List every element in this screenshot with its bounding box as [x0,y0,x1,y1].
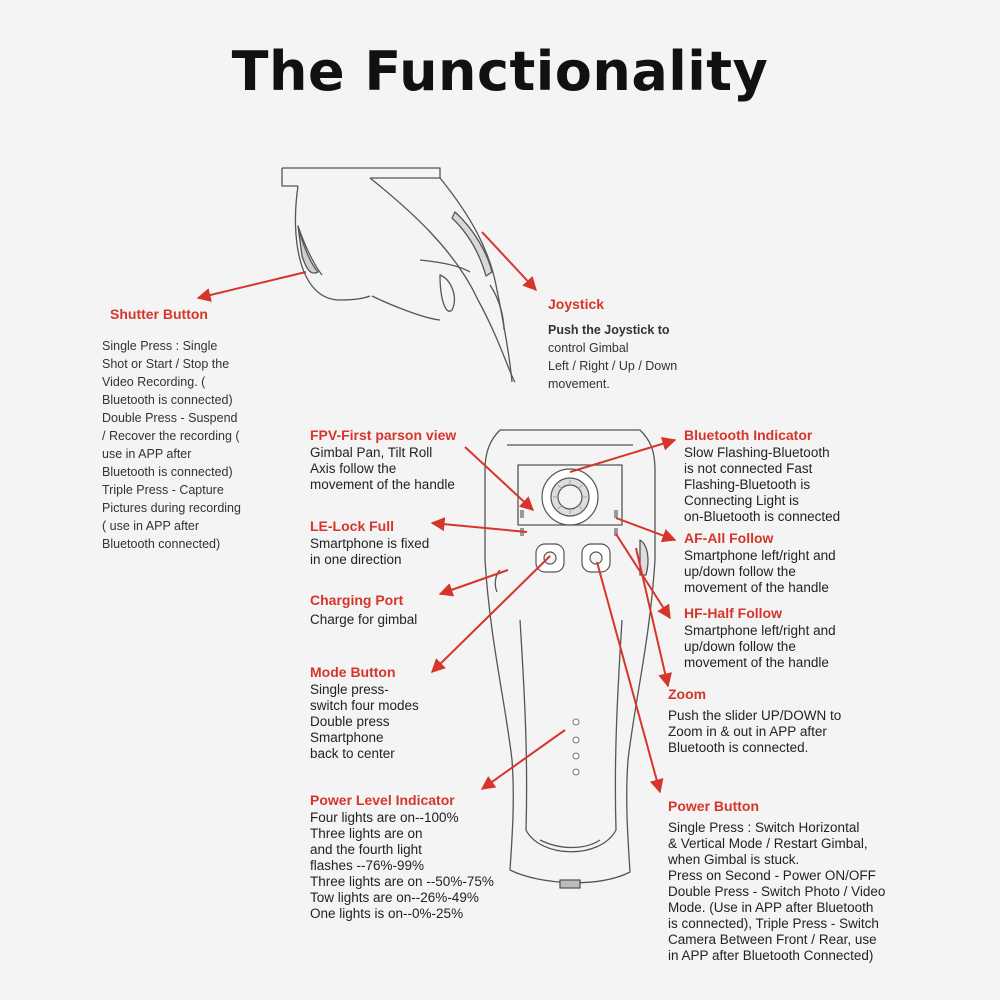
fpv-callout: FPV-First parson view Gimbal Pan, Tilt R… [310,427,457,492]
charging-callout: Charging Port Charge for gimbal [310,592,418,627]
callout-arrows [196,231,677,794]
fpv-heading: FPV-First parson view [310,427,457,443]
gimbal-front-view [484,429,656,889]
joystick-description: Push the Joystick to control Gimbal Left… [548,323,678,391]
power-level-heading: Power Level Indicator [310,792,455,808]
hf-callout: HF-Half Follow Smartphone left/right and… [684,605,836,670]
arrow-le-lock [430,517,528,533]
mode-callout: Mode Button Single press- switch four mo… [310,664,419,761]
gimbal-side-view [281,167,516,383]
arrow-zoom [635,547,672,688]
joystick-heading: Joystick [548,296,605,312]
arrow-mode [431,555,551,673]
arrow-bluetooth [569,436,677,473]
joystick-knob [541,468,599,526]
joystick-callout: Joystick [548,296,604,316]
zoom-callout: Zoom Push the slider UP/DOWN to Zoom in … [668,686,842,755]
arrow-af [615,517,677,543]
power-level-callout: Power Level Indicator Four lights are on… [310,792,494,921]
hf-heading: HF-Half Follow [684,605,782,621]
shutter-description: Single Press : Single Shot or Start / St… [102,339,241,551]
af-callout: AF-All Follow Smartphone left/right and … [684,530,836,595]
arrow-power-level [480,729,566,790]
arrow-power-button [596,561,664,794]
le-lock-heading: LE-Lock Full [310,518,394,534]
le-lock-callout: LE-Lock Full Smartphone is fixed in one … [310,518,430,567]
bluetooth-heading: Bluetooth Indicator [684,427,813,443]
af-heading: AF-All Follow [684,530,774,546]
bluetooth-callout: Bluetooth Indicator Slow Flashing-Blueto… [684,427,841,524]
arrow-shutter [196,271,307,302]
front-buttons [535,543,611,573]
arrow-charging [438,569,509,597]
shutter-heading: Shutter Button [110,306,208,322]
power-button-heading: Power Button [668,798,759,814]
power-level-lights [572,718,580,776]
power-button-callout: Power Button Single Press : Switch Horiz… [668,798,886,963]
page-title: The Functionality [231,40,769,103]
charging-heading: Charging Port [310,592,404,608]
arrow-joystick [481,231,537,292]
zoom-heading: Zoom [668,686,707,702]
mode-heading: Mode Button [310,664,396,680]
shutter-callout: Shutter Button [110,306,208,326]
arrow-fpv [464,446,535,511]
